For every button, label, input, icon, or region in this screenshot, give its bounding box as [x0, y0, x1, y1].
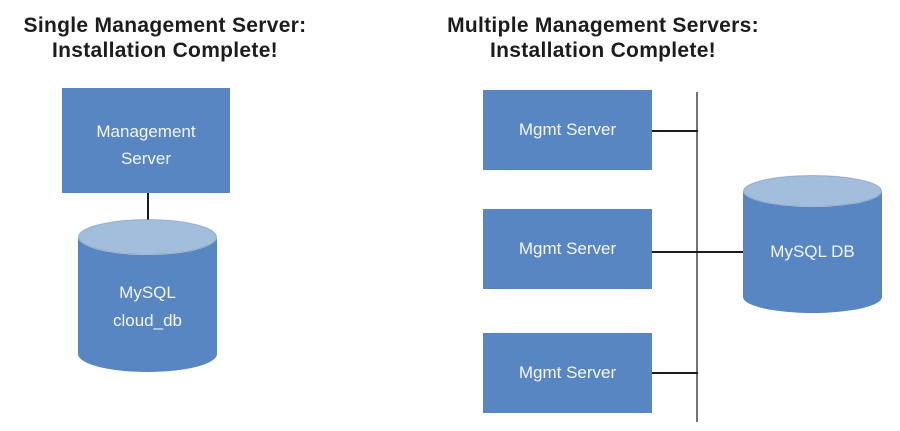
mysql-db-cylinder: MySQL DB: [743, 175, 882, 313]
server-to-db-connector-line: [147, 193, 149, 223]
mgmt-server-label-3: Mgmt Server: [518, 363, 617, 382]
mgmt-server-box-1: Mgmt Server: [483, 90, 652, 170]
management-server-label-line2: Server: [120, 148, 172, 168]
database-cylinder-shape: [743, 175, 882, 313]
database-cylinder-shape: [78, 219, 217, 372]
single-server-title-line2: Installation Complete!: [52, 39, 278, 62]
multiple-servers-title-line2: Installation Complete!: [490, 39, 716, 62]
management-server-label-line1: Management: [96, 121, 196, 141]
mgmt-server-box-2: Mgmt Server: [483, 209, 652, 289]
mgmt-server-box-3: Mgmt Server: [483, 333, 652, 413]
shared-bus-line: [696, 92, 698, 422]
mysql-cloud-db-label-line2: cloud_db: [112, 311, 182, 330]
single-server-title-line1: Single Management Server:: [23, 14, 307, 37]
mysql-cloud-db-label: MySQL cloud_db: [78, 279, 217, 335]
mysql-cloud-db-cylinder: MySQL cloud_db: [78, 219, 217, 372]
single-server-title: Single Management Server: Installation C…: [0, 13, 330, 63]
connector-line-2: [652, 251, 744, 253]
mgmt-server-label-2: Mgmt Server: [518, 239, 617, 258]
multiple-servers-title-line1: Multiple Management Servers:: [447, 14, 759, 37]
multiple-servers-title: Multiple Management Servers: Installatio…: [438, 13, 768, 63]
connector-line-1: [652, 130, 698, 132]
mysql-db-label: MySQL DB: [770, 242, 855, 261]
mgmt-server-label-1: Mgmt Server: [518, 120, 617, 139]
connector-line-3: [652, 372, 698, 374]
mysql-cloud-db-label-line1: MySQL: [119, 283, 176, 302]
management-server-box: Management Server: [62, 88, 230, 193]
